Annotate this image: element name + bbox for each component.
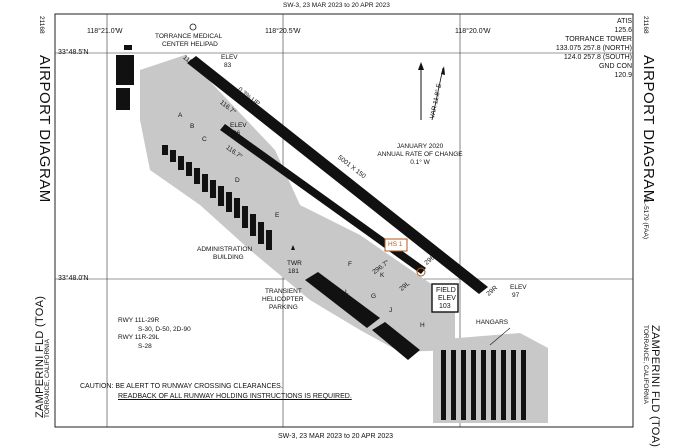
change-date: JANUARY 2020 [396, 143, 444, 150]
tower-height: 181 [288, 268, 299, 275]
building-row [162, 145, 272, 250]
gnd-freq: 120.9 [614, 72, 632, 79]
lat-bottom-label: 33°48.0'N [58, 275, 89, 282]
field-elev-value: 103 [439, 303, 451, 310]
city-left: TORRANCE, CALIFORNIA [44, 339, 51, 418]
hotspot-label: HS 1 [388, 241, 403, 248]
mag-north-line [431, 67, 444, 121]
true-north-arrow [418, 62, 424, 70]
chart-frame [54, 13, 634, 428]
building [124, 45, 132, 50]
heli-label-1: TRANSIENT [265, 288, 302, 295]
field-elev-label-1: FIELD [436, 287, 456, 294]
lat-top-label: 33°48.5'N [58, 49, 89, 56]
taxiway-label: F [348, 261, 352, 268]
atis-label: ATIS [616, 18, 632, 25]
helipad-label: CENTER HELIPAD [162, 41, 218, 48]
hotspot-box [384, 238, 408, 252]
lon-right-label: 118°20.0'W [455, 28, 491, 35]
taxiway-label: A [178, 112, 183, 119]
elev-mid-label: ELEV [230, 122, 247, 129]
taxiway-label: D [235, 177, 240, 184]
caution-line-1: CAUTION: BE ALERT TO RUNWAY CROSSING CLE… [80, 383, 283, 390]
gnd-label: GND CON [598, 63, 632, 70]
title-right: AIRPORT DIAGRAM [640, 55, 657, 203]
tower-label: TORRANCE TOWER [565, 36, 632, 43]
tower-freq-2: 124.0 257.8 (SOUTH) [563, 54, 632, 61]
building [372, 322, 420, 360]
building [116, 88, 130, 110]
title-left: AIRPORT DIAGRAM [36, 55, 53, 203]
comms-block: ATIS 125.6 TORRANCE TOWER 133.075 257.8 … [556, 17, 632, 80]
field-elev-box [431, 283, 459, 313]
runway-11l-29r [187, 56, 488, 294]
medical-label: TORRANCE MEDICAL [155, 33, 223, 40]
elev-right-value: 97 [512, 292, 520, 299]
taxiway-label: L [345, 289, 349, 296]
elev-top-value: 83 [224, 62, 232, 69]
caution-line-2: READBACK OF ALL RUNWAY HOLDING INSTRUCTI… [118, 393, 352, 400]
footer-effective: SW-3, 23 MAR 2023 to 20 APR 2023 [278, 433, 394, 440]
lon-left-label: 118°21.0'W [87, 28, 123, 35]
tower-icon [291, 245, 295, 250]
atis-freq: 125.6 [614, 27, 632, 34]
taxiway-label: B [190, 123, 195, 130]
left-id: 21168 [38, 16, 45, 34]
hangar-callout [489, 327, 511, 346]
runway-11r-29l [220, 124, 426, 274]
hangar-area [433, 333, 548, 423]
elev-mid-value: 96 [233, 130, 241, 137]
admin-label-1: ADMINISTRATION [197, 246, 253, 253]
taxiway-label: G [371, 293, 377, 300]
change-value: 0.1° W [410, 159, 430, 166]
header-effective: SW-3, 23 MAR 2023 to 20 APR 2023 [283, 2, 390, 9]
hangars-label: HANGARS [476, 319, 509, 326]
hangar-rows [441, 350, 526, 420]
airport-name-right: ZAMPERINI FLD (TOA) [649, 325, 661, 447]
right-id: 21168 [642, 16, 649, 34]
taxiway-label: E [275, 212, 280, 219]
elev-top-label: ELEV [221, 54, 238, 61]
taxiway-label: K [380, 272, 385, 279]
taxiway-label: C [202, 136, 207, 143]
elev-right-label: ELEV [510, 284, 527, 291]
helipad-icon [189, 23, 197, 31]
mag-north-arrow [441, 66, 445, 75]
field-elev-label-2: ELEV [438, 295, 456, 302]
change-title: ANNUAL RATE OF CHANGE [377, 151, 463, 158]
heli-label-3: PARKING [269, 304, 298, 311]
strength-line: S-30, D-50, 2D-90 [138, 325, 191, 333]
hotspot-circle [416, 267, 426, 277]
building [116, 55, 134, 85]
runway-strength: RWY 11L-29R S-30, D-50, 2D-90 RWY 11R-29… [118, 317, 191, 351]
taxiway-label: J [389, 307, 393, 314]
annual-change: JANUARY 2020 ANNUAL RATE OF CHANGE 0.1° … [370, 143, 470, 167]
tower-freq-1: 133.075 257.8 (NORTH) [555, 45, 632, 52]
apron-area-2 [280, 232, 330, 275]
tower-label: TWR [287, 260, 302, 267]
taxiway-label: H [420, 322, 425, 329]
city-right: TORRANCE, CALIFORNIA [642, 325, 649, 404]
heli-label-2: HELICOPTER [262, 296, 304, 303]
strength-line: RWY 11L-29R [118, 317, 160, 324]
lon-mid-label: 118°20.5'W [265, 28, 301, 35]
strength-line: S-28 [138, 342, 152, 350]
apron-area [140, 55, 455, 352]
admin-label-2: BUILDING [213, 254, 244, 261]
strength-line: RWY 11R-29L [118, 334, 160, 341]
heli-building [305, 272, 380, 328]
